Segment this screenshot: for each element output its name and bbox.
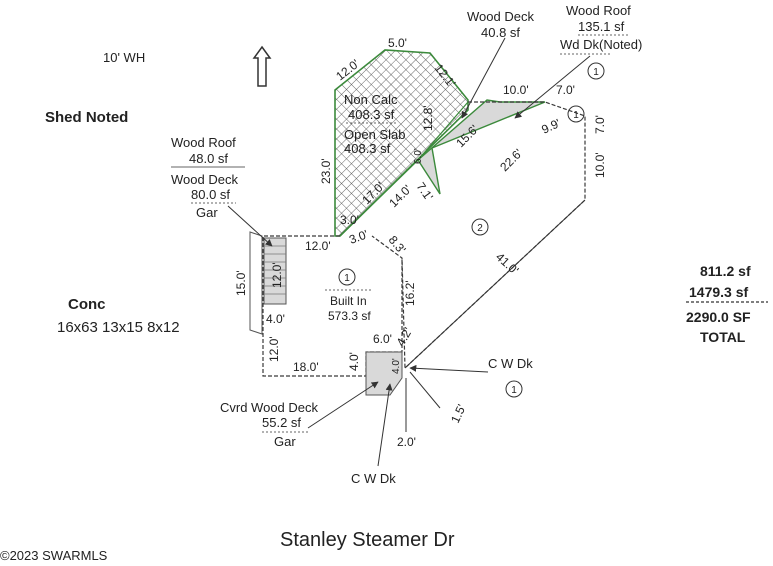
- area-one-top-circle-label: 1: [573, 110, 579, 121]
- dim-label: 6.0': [413, 148, 424, 164]
- dim-label: 4.0': [347, 352, 361, 371]
- dim-label: 1.5': [448, 402, 469, 425]
- dim-label: 16.2': [403, 280, 417, 306]
- dim-label: 12.8': [421, 105, 435, 131]
- built-in-circle-label: 1: [344, 273, 350, 284]
- open-slab-title: Open Slab: [344, 127, 405, 142]
- area-marker-circle: [505, 380, 523, 398]
- cvrd-wood-deck-title: Cvrd Wood Deck: [220, 400, 319, 415]
- dim-label: 12.0': [267, 336, 281, 362]
- stair-side: [249, 231, 263, 335]
- wood-roof-left-title: Wood Roof: [171, 135, 236, 150]
- wood-roof-top-note: Wd Dk(Noted): [560, 37, 642, 52]
- open-slab-area: 408.3 sf: [344, 141, 391, 156]
- dim-label: 10.0': [593, 152, 607, 178]
- wall-height-label: 10' WH: [103, 50, 145, 65]
- wood-deck-left-area: [263, 237, 287, 305]
- house-outline: [371, 101, 586, 370]
- dim-label: 3.0': [347, 227, 370, 247]
- wood-deck-left-note: Gar: [196, 205, 218, 220]
- wood-deck-top-title: Wood Deck: [467, 9, 534, 24]
- wood-deck-left-title: Wood Deck: [171, 172, 238, 187]
- area-two-circle-label: 2: [477, 223, 483, 234]
- dim-label: 4.2': [393, 325, 415, 348]
- wood-roof-left-area: 48.0 sf: [189, 151, 228, 166]
- dim-label: 22.6': [497, 146, 525, 174]
- wood-roof-top-title: Wood Roof: [566, 3, 631, 18]
- grand-total-label: TOTAL: [700, 329, 746, 345]
- wood-deck-left-area: 80.0 sf: [191, 187, 230, 202]
- cwdk-bottom-title: C W Dk: [351, 471, 396, 486]
- street-name: Stanley Steamer Dr: [280, 529, 455, 551]
- dim-label: 4.0': [391, 358, 402, 374]
- area-marker-circle: [567, 105, 585, 123]
- non-calc-open-slab-area: [334, 49, 469, 237]
- dim-label: 3.0': [340, 213, 359, 227]
- cvrd-wood-deck-note: Gar: [274, 434, 296, 449]
- non-calc-area: 408.3 sf: [348, 107, 395, 122]
- dim-label: 7.0': [593, 115, 607, 134]
- cvrd-wood-deck-area: 55.2 sf: [262, 415, 301, 430]
- area-marker-circle: [471, 218, 489, 236]
- total-line-1: 811.2 sf: [700, 263, 751, 279]
- dim-label: 5.0': [388, 36, 407, 50]
- area-marker-circle: [587, 62, 605, 80]
- dim-label: 9.9': [539, 116, 562, 137]
- dim-label: 12.0': [270, 262, 284, 288]
- dim-label: 15.0': [234, 270, 248, 296]
- wood-roof-top-circle-label: 1: [593, 67, 599, 78]
- wood-roof-top-area: 135.1 sf: [578, 19, 625, 34]
- dim-label: 4.0': [266, 312, 285, 326]
- built-in-area: 573.3 sf: [328, 309, 371, 323]
- dim-label: 23.0': [319, 158, 333, 184]
- dim-label: 10.0': [503, 83, 529, 97]
- north-arrow-icon: [252, 45, 272, 87]
- built-in-title: Built In: [330, 294, 367, 308]
- dim-label: 18.0': [293, 360, 319, 374]
- cwdk-right-title: C W Dk: [488, 356, 533, 371]
- callout-lines: [227, 37, 591, 467]
- dim-label: 6.0': [373, 332, 392, 346]
- concrete-title: Conc: [68, 296, 106, 313]
- area-marker-circle: [338, 268, 356, 286]
- dim-label: 12.0': [305, 239, 331, 253]
- non-calc-title: Non Calc: [344, 92, 398, 107]
- wood-deck-area: [417, 99, 546, 195]
- wood-deck-top-area: 40.8 sf: [481, 25, 520, 40]
- dim-label: 2.0': [397, 435, 416, 449]
- total-line-2: 1479.3 sf: [689, 284, 748, 300]
- concrete-sizes: 16x63 13x15 8x12: [57, 319, 180, 336]
- dim-label: 8.3': [386, 233, 409, 257]
- cwdk-right-circle-label: 1: [511, 385, 517, 396]
- shed-note-label: Shed Noted: [45, 109, 128, 126]
- grand-total: 2290.0 SF: [686, 309, 751, 325]
- dim-label: 7.0': [556, 83, 575, 97]
- copyright-watermark: ©2023 SWARMLS: [0, 548, 108, 563]
